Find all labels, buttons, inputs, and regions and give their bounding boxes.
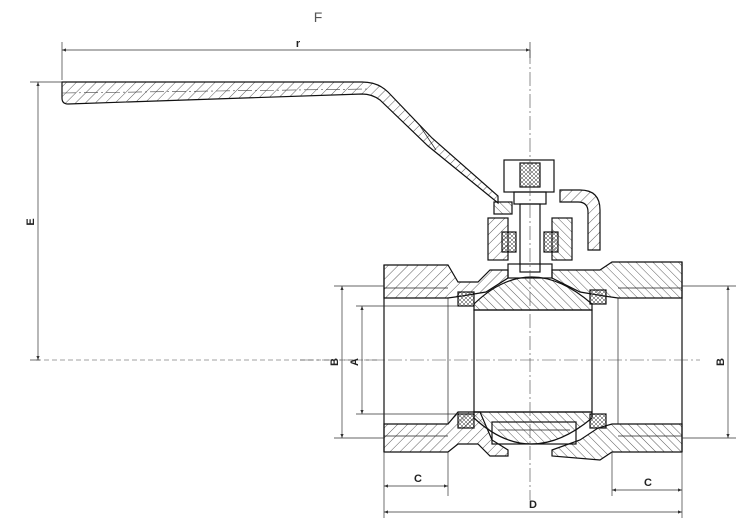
dimension-b-right: B (682, 285, 736, 439)
dimension-c-right: C (611, 452, 683, 496)
label-b-left: B (329, 358, 341, 366)
dimension-c-left: C (383, 452, 449, 496)
label-b-right: B (715, 358, 727, 366)
lever-handle (61, 81, 499, 205)
dimension-r: r (61, 38, 531, 80)
label-r: r (296, 38, 301, 50)
drawing-title: F (314, 9, 323, 25)
label-c-left: C (414, 473, 422, 485)
dimension-e: E (25, 81, 62, 361)
stem-assembly (487, 159, 601, 279)
valve-body (383, 261, 683, 461)
dimension-b-left: B (329, 285, 384, 439)
dimension-a: A (349, 305, 458, 415)
label-a: A (349, 358, 361, 366)
label-d: D (529, 499, 537, 511)
dimension-d: D (383, 496, 683, 518)
label-c-right: C (644, 477, 652, 489)
label-e: E (25, 218, 37, 225)
